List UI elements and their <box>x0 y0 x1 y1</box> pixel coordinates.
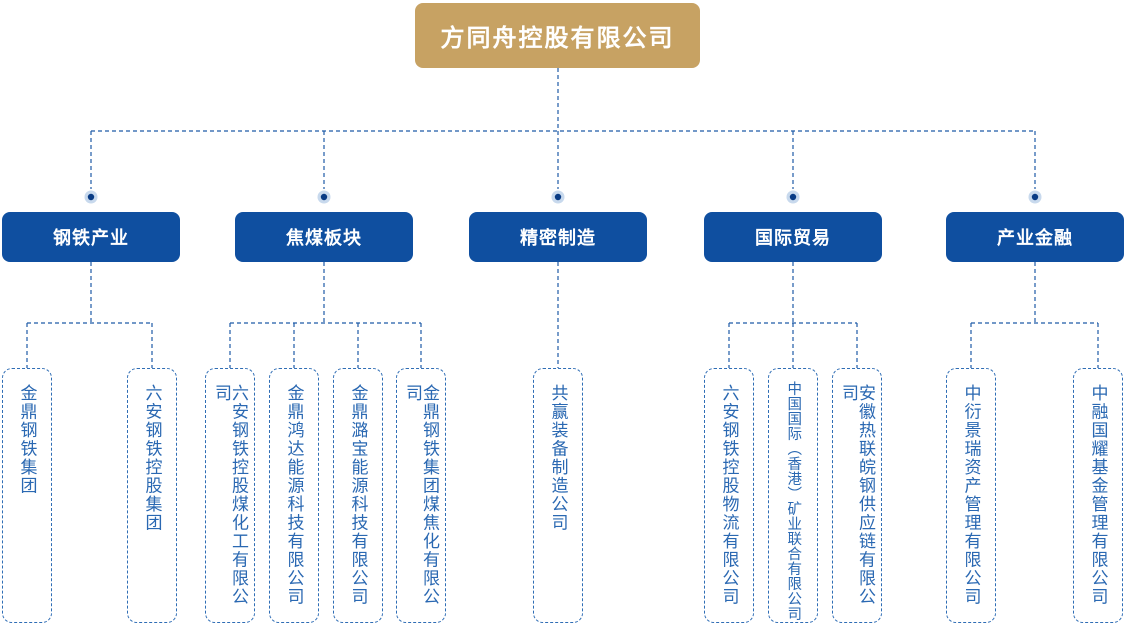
branch-node-steel: 钢铁产业 <box>2 212 180 262</box>
leaf-label: 六安钢铁控股集团 <box>142 384 162 532</box>
leaf-label: 六安钢铁控股物流有限公司 <box>719 384 739 606</box>
branch-label: 钢铁产业 <box>53 228 129 248</box>
dot-icon <box>317 190 331 204</box>
dot-icon <box>84 190 98 204</box>
branch-node-precision: 精密制造 <box>469 212 647 262</box>
dot-icon <box>1028 190 1042 204</box>
leaf-label: 安徽热联皖钢供应链有限公司 <box>839 384 875 606</box>
leaf-label: 金鼎钢铁集团 <box>17 384 37 495</box>
dot-icon <box>786 190 800 204</box>
connector-trade <box>728 262 858 368</box>
branch-label: 精密制造 <box>520 228 596 248</box>
leaf-node: 金鼎钢铁集团 <box>2 368 52 623</box>
branch-dots <box>84 190 1042 204</box>
branch-label: 焦煤板块 <box>286 228 362 248</box>
connector-finance <box>970 262 1099 368</box>
leaf-node: 中衍景瑞资产管理有限公司 <box>946 368 996 623</box>
leaf-node: 六安钢铁控股集团 <box>127 368 177 623</box>
connector-steel <box>26 262 153 368</box>
leaf-label: 金鼎潞宝能源科技有限公司 <box>348 384 368 606</box>
leaf-node: 中融国耀基金管理有限公司 <box>1073 368 1123 623</box>
leaf-label: 共赢装备制造公司 <box>548 384 568 532</box>
connector-root <box>90 68 1036 189</box>
leaf-label: 中国国际（香港）矿业联合有限公司 <box>785 381 802 621</box>
leaf-node: 金鼎钢铁集团煤焦化有限公司 <box>396 368 446 623</box>
branch-label: 产业金融 <box>997 228 1073 248</box>
leaf-node: 六安钢铁控股煤化工有限公司 <box>205 368 255 623</box>
leaf-label: 六安钢铁控股煤化工有限公司 <box>212 384 248 606</box>
leaf-label: 金鼎钢铁集团煤焦化有限公司 <box>403 384 439 606</box>
connector-coal <box>229 262 422 368</box>
leaf-node: 中国国际（香港）矿业联合有限公司 <box>768 368 818 623</box>
leaf-label: 中融国耀基金管理有限公司 <box>1088 384 1108 606</box>
leaf-label: 金鼎鸿达能源科技有限公司 <box>284 384 304 606</box>
leaf-node: 六安钢铁控股物流有限公司 <box>704 368 754 623</box>
branch-node-coal: 焦煤板块 <box>235 212 413 262</box>
branch-node-trade: 国际贸易 <box>704 212 882 262</box>
branch-node-finance: 产业金融 <box>946 212 1124 262</box>
leaf-label: 中衍景瑞资产管理有限公司 <box>961 384 981 606</box>
dot-icon <box>551 190 565 204</box>
leaf-node: 金鼎鸿达能源科技有限公司 <box>269 368 319 623</box>
leaf-node: 安徽热联皖钢供应链有限公司 <box>832 368 882 623</box>
branch-label: 国际贸易 <box>755 228 831 248</box>
leaf-node: 共赢装备制造公司 <box>533 368 583 623</box>
root-company-label: 方同舟控股有限公司 <box>440 25 675 52</box>
root-company-node: 方同舟控股有限公司 <box>415 3 700 68</box>
leaf-node: 金鼎潞宝能源科技有限公司 <box>333 368 383 623</box>
